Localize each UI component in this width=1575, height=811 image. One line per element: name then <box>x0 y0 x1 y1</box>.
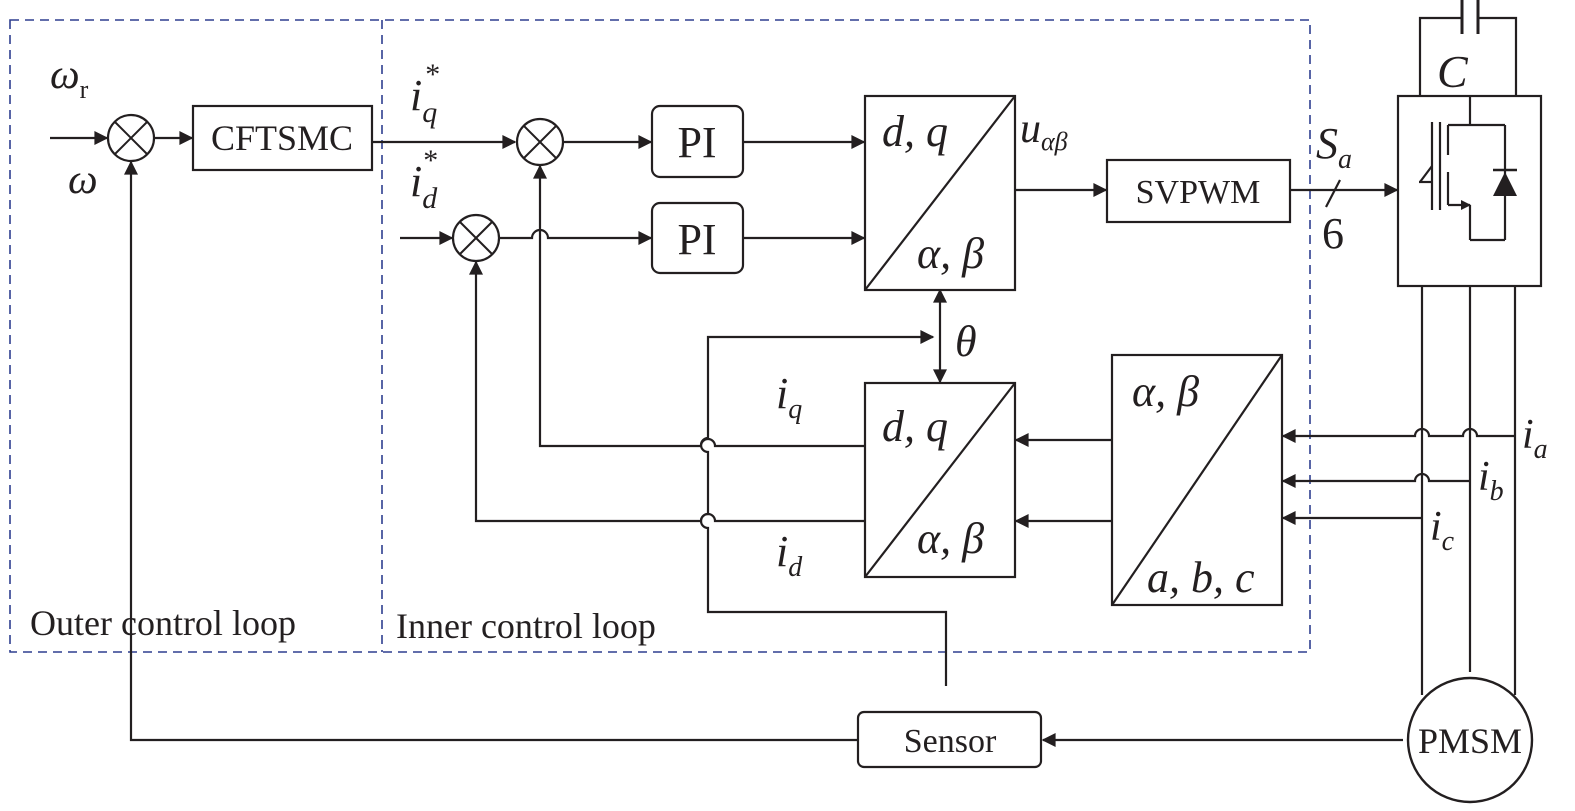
ia-arrow <box>1281 427 1515 443</box>
capacitor-label: C <box>1437 46 1469 97</box>
id-feedback-wire <box>469 260 864 523</box>
ic-label: ic <box>1430 504 1455 557</box>
svpwm-block <box>1105 158 1292 224</box>
controller-boundary <box>9 19 1311 653</box>
dc-link-left <box>1418 16 1462 96</box>
id-label: id <box>776 527 803 583</box>
inverse-park-diagonal <box>864 95 1016 291</box>
pmsm-label: PMSM <box>1418 721 1522 761</box>
iq-ref-label: iq* <box>410 58 440 129</box>
iq-summer <box>515 117 565 167</box>
sa-label: Sa <box>1316 119 1352 175</box>
dc-link-right <box>1478 16 1518 96</box>
pi-q-label: PI <box>677 118 716 167</box>
bus-width-label: 6 <box>1322 209 1344 258</box>
park-bottom-label: α, β <box>917 514 984 563</box>
cftsmc-block <box>191 104 374 172</box>
iq-feedback-wire <box>533 164 864 448</box>
ia-label: ia <box>1522 412 1548 465</box>
bus-slash <box>1325 179 1341 208</box>
id-error-arrow <box>499 228 653 245</box>
inverter-block <box>1396 94 1543 288</box>
svpwm-label: SVPWM <box>1136 174 1261 211</box>
outer-loop-label: Outer control loop <box>30 603 296 643</box>
pi-q-block <box>650 104 745 179</box>
clarke-top-label: α, β <box>1132 367 1199 416</box>
ib-arrow <box>1281 472 1470 488</box>
id-ref-label: id* <box>410 144 438 215</box>
u-alpha-beta-label: uαβ <box>1020 106 1068 156</box>
ib-label: ib <box>1478 454 1504 507</box>
inverse-park-top-label: d, q <box>882 107 948 156</box>
pi-d-block <box>650 201 745 275</box>
theta-label: θ <box>955 317 977 366</box>
inverse-park-bottom-label: α, β <box>917 229 984 278</box>
id-summer <box>451 213 501 263</box>
clarke-diagonal <box>1111 354 1283 606</box>
omega-feedback-wire <box>124 160 858 742</box>
igbt-symbol <box>1419 96 1507 242</box>
iq-label: iq <box>776 369 802 425</box>
omega-label: ω <box>68 157 98 203</box>
diode-icon <box>1493 172 1517 196</box>
inner-loop-label: Inner control loop <box>396 606 656 646</box>
speed-summer <box>106 113 156 163</box>
cftsmc-label: CFTSMC <box>211 118 353 158</box>
park-top-label: d, q <box>882 402 948 451</box>
sensor-block <box>856 710 1043 769</box>
omega-r-label: ωr <box>50 52 89 104</box>
pmsm-motor <box>1406 676 1534 804</box>
pi-d-label: PI <box>677 215 716 264</box>
park-diagonal <box>864 382 1016 578</box>
sensor-label: Sensor <box>904 723 997 760</box>
clarke-bottom-label: a, b, c <box>1147 553 1255 602</box>
